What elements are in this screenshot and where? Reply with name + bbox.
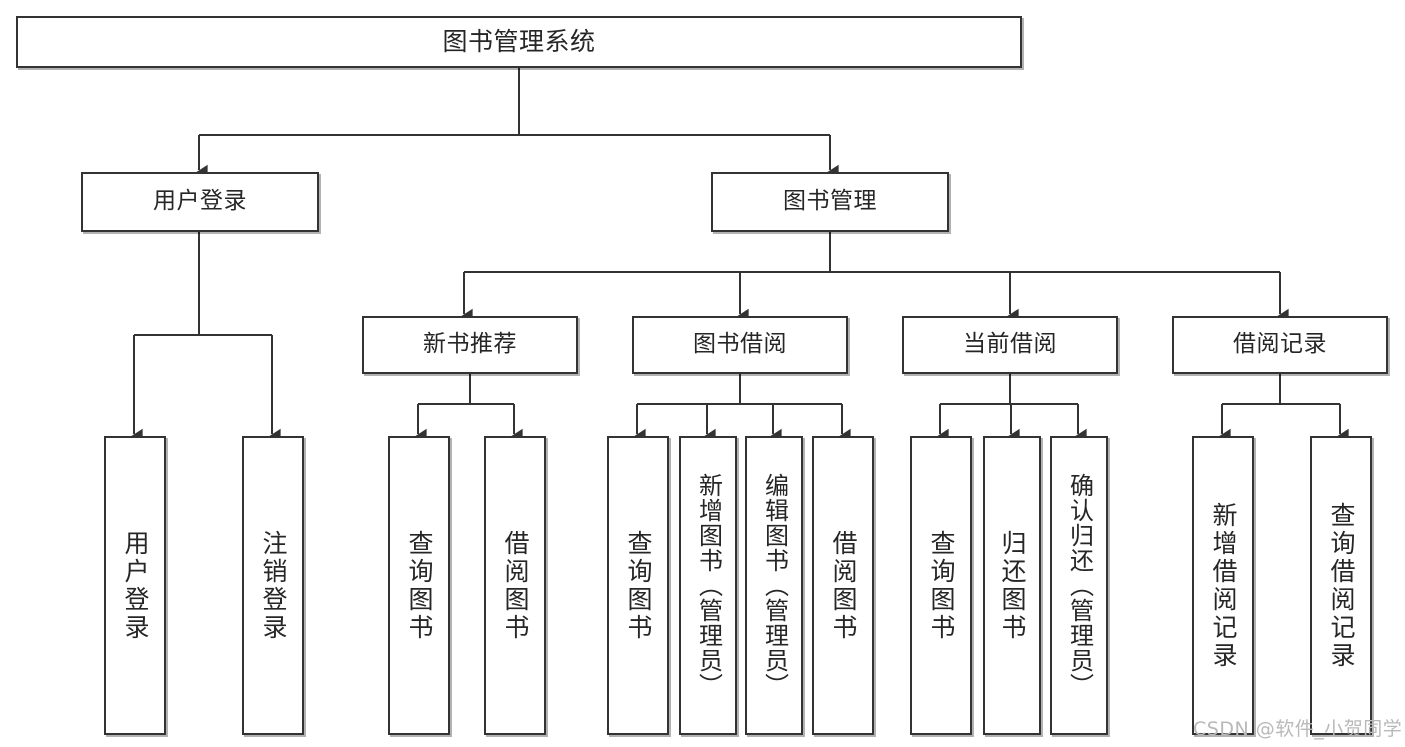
- node-label: 图书管理: [783, 188, 877, 215]
- node-label: 用户登录: [153, 188, 247, 215]
- node-label: 查询图书: [927, 529, 956, 642]
- node-label: 图书管理系统: [442, 27, 596, 57]
- node-label: 借阅图书: [501, 529, 530, 642]
- node-label: 查询图书: [405, 529, 434, 642]
- node-leaf-add-borrow-record[interactable]: 新增借阅记录: [1192, 436, 1254, 735]
- node-label: 借阅记录: [1233, 331, 1327, 358]
- node-leaf-return-book[interactable]: 归还图书: [983, 436, 1041, 735]
- node-label: 确认归还（管理员）: [1065, 473, 1094, 698]
- node-borrow-record[interactable]: 借阅记录: [1172, 316, 1388, 374]
- node-user-login[interactable]: 用户登录: [81, 172, 319, 232]
- node-label: 图书借阅: [693, 331, 787, 358]
- node-leaf-user-login[interactable]: 用户登录: [104, 436, 166, 735]
- node-label: 新增借阅记录: [1209, 501, 1238, 670]
- node-label: 归还图书: [998, 529, 1027, 642]
- node-leaf-query-book-2[interactable]: 查询图书: [607, 436, 669, 735]
- node-leaf-query-book-3[interactable]: 查询图书: [910, 436, 972, 735]
- node-book-borrow[interactable]: 图书借阅: [632, 316, 848, 374]
- node-leaf-edit-book-admin[interactable]: 编辑图书（管理员）: [745, 436, 803, 735]
- node-leaf-add-book-admin[interactable]: 新增图书（管理员）: [679, 436, 737, 735]
- node-label: 注销登录: [259, 529, 288, 642]
- node-label: 查询图书: [624, 529, 653, 642]
- node-leaf-query-borrow-record[interactable]: 查询借阅记录: [1310, 436, 1372, 735]
- node-label: 新书推荐: [423, 331, 517, 358]
- node-label: 新增图书（管理员）: [694, 473, 723, 698]
- node-leaf-confirm-return-admin[interactable]: 确认归还（管理员）: [1050, 436, 1108, 735]
- node-label: 当前借阅: [963, 331, 1057, 358]
- node-leaf-query-book-1[interactable]: 查询图书: [388, 436, 450, 735]
- node-label: 编辑图书（管理员）: [760, 473, 789, 698]
- node-book-management[interactable]: 图书管理: [711, 172, 949, 232]
- node-label: 借阅图书: [829, 529, 858, 642]
- node-leaf-borrow-book-2[interactable]: 借阅图书: [812, 436, 874, 735]
- node-leaf-logout[interactable]: 注销登录: [242, 436, 304, 735]
- node-leaf-borrow-book-1[interactable]: 借阅图书: [484, 436, 546, 735]
- node-label: 用户登录: [121, 529, 150, 642]
- csdn-watermark: CSDN @软件_小贺同学: [1193, 718, 1403, 740]
- node-label: 查询借阅记录: [1327, 501, 1356, 670]
- node-root[interactable]: 图书管理系统: [16, 16, 1022, 68]
- node-current-borrow[interactable]: 当前借阅: [902, 316, 1118, 374]
- node-new-book-recommend[interactable]: 新书推荐: [362, 316, 578, 374]
